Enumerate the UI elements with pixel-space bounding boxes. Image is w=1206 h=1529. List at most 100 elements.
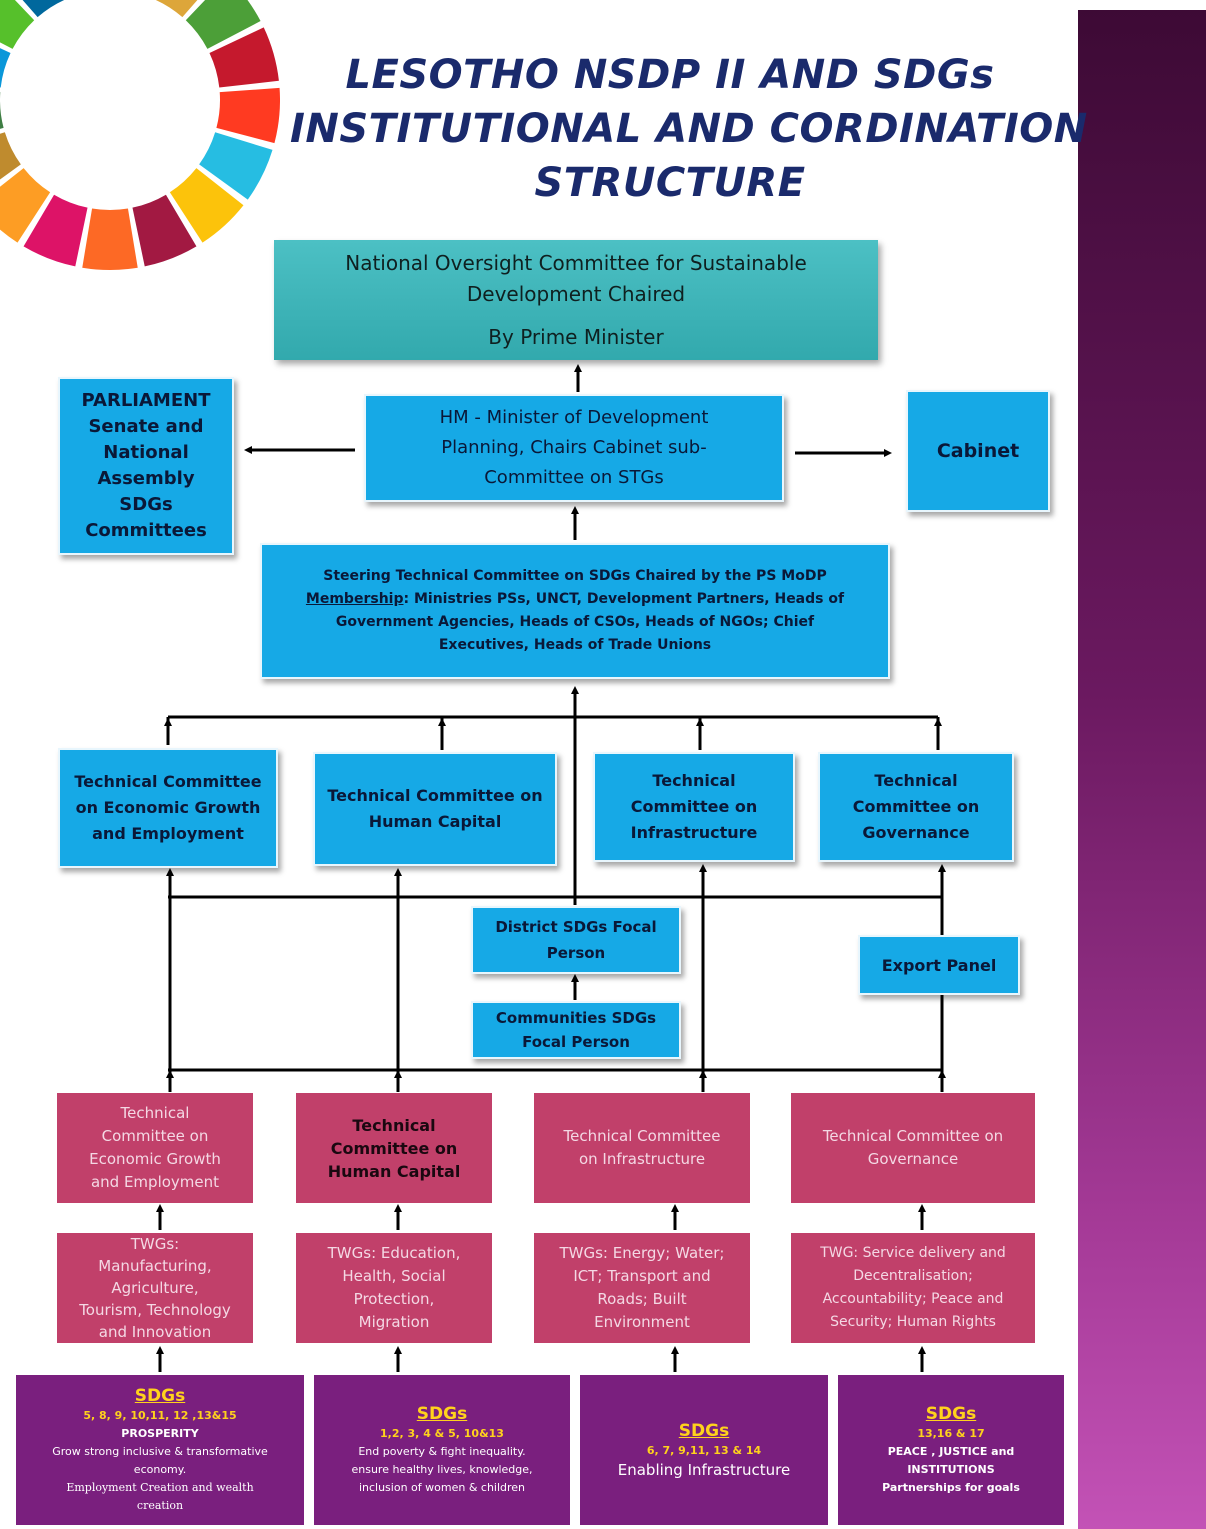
twg2-line-2: Health, Social (342, 1267, 446, 1285)
twg2-line-3: Protection, (353, 1290, 435, 1308)
twg-infrastructure: TWGs: Energy; Water; ICT; Transport and … (534, 1233, 750, 1343)
tc1-line-1: Technical Committee (74, 772, 262, 791)
cabinet-box: Cabinet (906, 390, 1050, 512)
wheel-segment (23, 194, 88, 267)
sdg2-text-1: End poverty & fight inequality. (358, 1445, 526, 1458)
sdg2-head: SDGs (416, 1404, 468, 1424)
sdg3-nums: 6, 7, 9,11, 13 & 14 (646, 1444, 762, 1457)
twg3-line-2: ICT; Transport and (573, 1267, 711, 1285)
oversight-line-3: By Prime Minister (488, 324, 664, 349)
sdg-box-people: SDGs 1,2, 3, 4 & 5, 10&13 End poverty & … (314, 1375, 570, 1525)
sdg4-text-2: Partnerships for goals (882, 1481, 1020, 1494)
wheel-segment (185, 0, 261, 49)
district-focal-person-box: District SDGs Focal Person (471, 906, 681, 974)
page-title: LESOTHO NSDP II AND SDGs INSTITUTIONAL A… (290, 48, 1087, 210)
sdg4-bold: PEACE , JUSTICE and (887, 1445, 1015, 1458)
minister-line-3: Committee on STGs (484, 467, 664, 488)
lc1-line-3: Economic Growth (89, 1150, 221, 1168)
lc1-line-1: Technical (120, 1104, 190, 1122)
twg4-line-1: TWG: Service delivery and (820, 1245, 1006, 1261)
wheel-segment (0, 48, 11, 88)
oversight-line-1: National Oversight Committee for Sustain… (345, 250, 807, 275)
sdg4-head: SDGs (925, 1404, 977, 1424)
twg3-line-4: Environment (594, 1313, 690, 1331)
lc3-line-1: Technical Committee (563, 1127, 721, 1145)
tc1-line-2: on Economic Growth (75, 798, 261, 817)
lc1-line-2: Committee on (101, 1127, 209, 1145)
cabinet-label: Cabinet (936, 440, 1020, 462)
tech-committee-economic-growth: Technical Committee on Economic Growth a… (58, 748, 278, 868)
lc4-line-1: Technical Committee on (822, 1127, 1004, 1145)
tc4-line-3: Governance (862, 823, 970, 842)
sdg4-nums: 13,16 & 17 (917, 1427, 985, 1440)
parliament-line-1: PARLIAMENT (81, 390, 211, 411)
lower-committee-governance: Technical Committee on Governance (791, 1093, 1035, 1203)
lc2-line-3: Human Capital (327, 1161, 461, 1181)
sdg4-text-1: INSTITUTIONS (907, 1463, 995, 1476)
sdg2-nums: 1,2, 3, 4 & 5, 10&13 (380, 1427, 504, 1440)
twg1-line-1: TWGs: (130, 1235, 180, 1253)
title-line-3: STRUCTURE (534, 160, 806, 206)
sdg1-nums: 5, 8, 9, 10,11, 12 ,13&15 (83, 1409, 237, 1422)
parliament-line-2: Senate and (88, 416, 204, 437)
minister-line-2: Planning, Chairs Cabinet sub- (441, 437, 707, 458)
wheel-segment (199, 132, 273, 200)
twg-governance: TWG: Service delivery and Decentralisati… (791, 1233, 1035, 1343)
sdg-color-wheel-icon (0, 0, 280, 270)
arrows-group (156, 364, 946, 1372)
wheel-segment (0, 132, 21, 180)
tc1-line-3: and Employment (92, 824, 244, 843)
wheel-segment (0, 168, 51, 243)
national-oversight-committee-box: National Oversight Committee for Sustain… (274, 240, 878, 360)
steering-line-1: Steering Technical Committee on SDGs Cha… (323, 568, 827, 584)
tc2-line-1: Technical Committee on (327, 786, 543, 805)
twg3-line-1: TWGs: Energy; Water; (559, 1244, 725, 1262)
sdg1-text-1: Grow strong inclusive & transformative (52, 1445, 268, 1458)
lc1-line-4: and Employment (90, 1173, 220, 1191)
tech-committee-human-capital: Technical Committee on Human Capital (313, 752, 557, 866)
district-line-1: District SDGs Focal (495, 918, 657, 936)
twg2-line-4: Migration (358, 1313, 430, 1331)
wheel-segment (216, 87, 280, 144)
export-panel-box: Export Panel (858, 935, 1020, 995)
lower-committee-infrastructure: Technical Committee on Infrastructure (534, 1093, 750, 1203)
tc3-line-1: Technical (652, 771, 736, 790)
twg3-line-3: Roads; Built (597, 1290, 687, 1308)
wheel-segment (209, 27, 279, 88)
lc2-line-1: Technical (352, 1115, 436, 1135)
twg4-line-3: Accountability; Peace and (822, 1291, 1004, 1307)
tc3-line-3: Infrastructure (630, 823, 758, 842)
steering-line-3: Government Agencies, Heads of CSOs, Head… (335, 614, 815, 630)
oversight-line-2: Development Chaired (466, 281, 686, 306)
lower-committee-economic-growth: Technical Committee on Economic Growth a… (57, 1093, 253, 1203)
tc4-line-1: Technical (874, 771, 958, 790)
tech-committee-infrastructure: Technical Committee on Infrastructure (593, 752, 795, 862)
tc2-line-2: Human Capital (368, 812, 502, 831)
parliament-box: PARLIAMENT Senate and National Assembly … (58, 377, 234, 555)
wheel-segment (82, 208, 138, 270)
export-panel-label: Export Panel (881, 955, 997, 975)
wheel-segment (155, 0, 198, 18)
twg4-line-4: Security; Human Rights (830, 1314, 996, 1330)
district-line-2: Person (546, 944, 606, 962)
wheel-segment (0, 0, 35, 49)
tc3-line-2: Committee on (630, 797, 758, 816)
parliament-line-4: Assembly (97, 468, 195, 489)
steering-membership-label: Membership (305, 591, 404, 607)
wheel-segment (22, 0, 65, 18)
parliament-line-3: National (103, 442, 189, 463)
communities-line-1: Communities SDGs (495, 1009, 657, 1027)
tech-committee-governance: Technical Committee on Governance (818, 752, 1014, 862)
minister-line-1: HM - Minister of Development (439, 407, 709, 428)
lc2-line-2: Committee on (330, 1138, 458, 1158)
minister-box: HM - Minister of Development Planning, C… (364, 394, 784, 502)
sdg1-text-3: Employment Creation and wealth (66, 1481, 254, 1494)
steering-line-2-rest: : Ministries PSs, UNCT, Development Part… (403, 591, 845, 607)
sdg-box-peace-justice: SDGs 13,16 & 17 PEACE , JUSTICE and INST… (838, 1375, 1064, 1525)
twg1-line-4: Tourism, Technology (79, 1301, 231, 1319)
twg4-line-2: Decentralisation; (853, 1268, 973, 1284)
sdg3-text-1: Enabling Infrastructure (617, 1461, 791, 1479)
twg1-line-2: Manufacturing, (98, 1257, 212, 1275)
